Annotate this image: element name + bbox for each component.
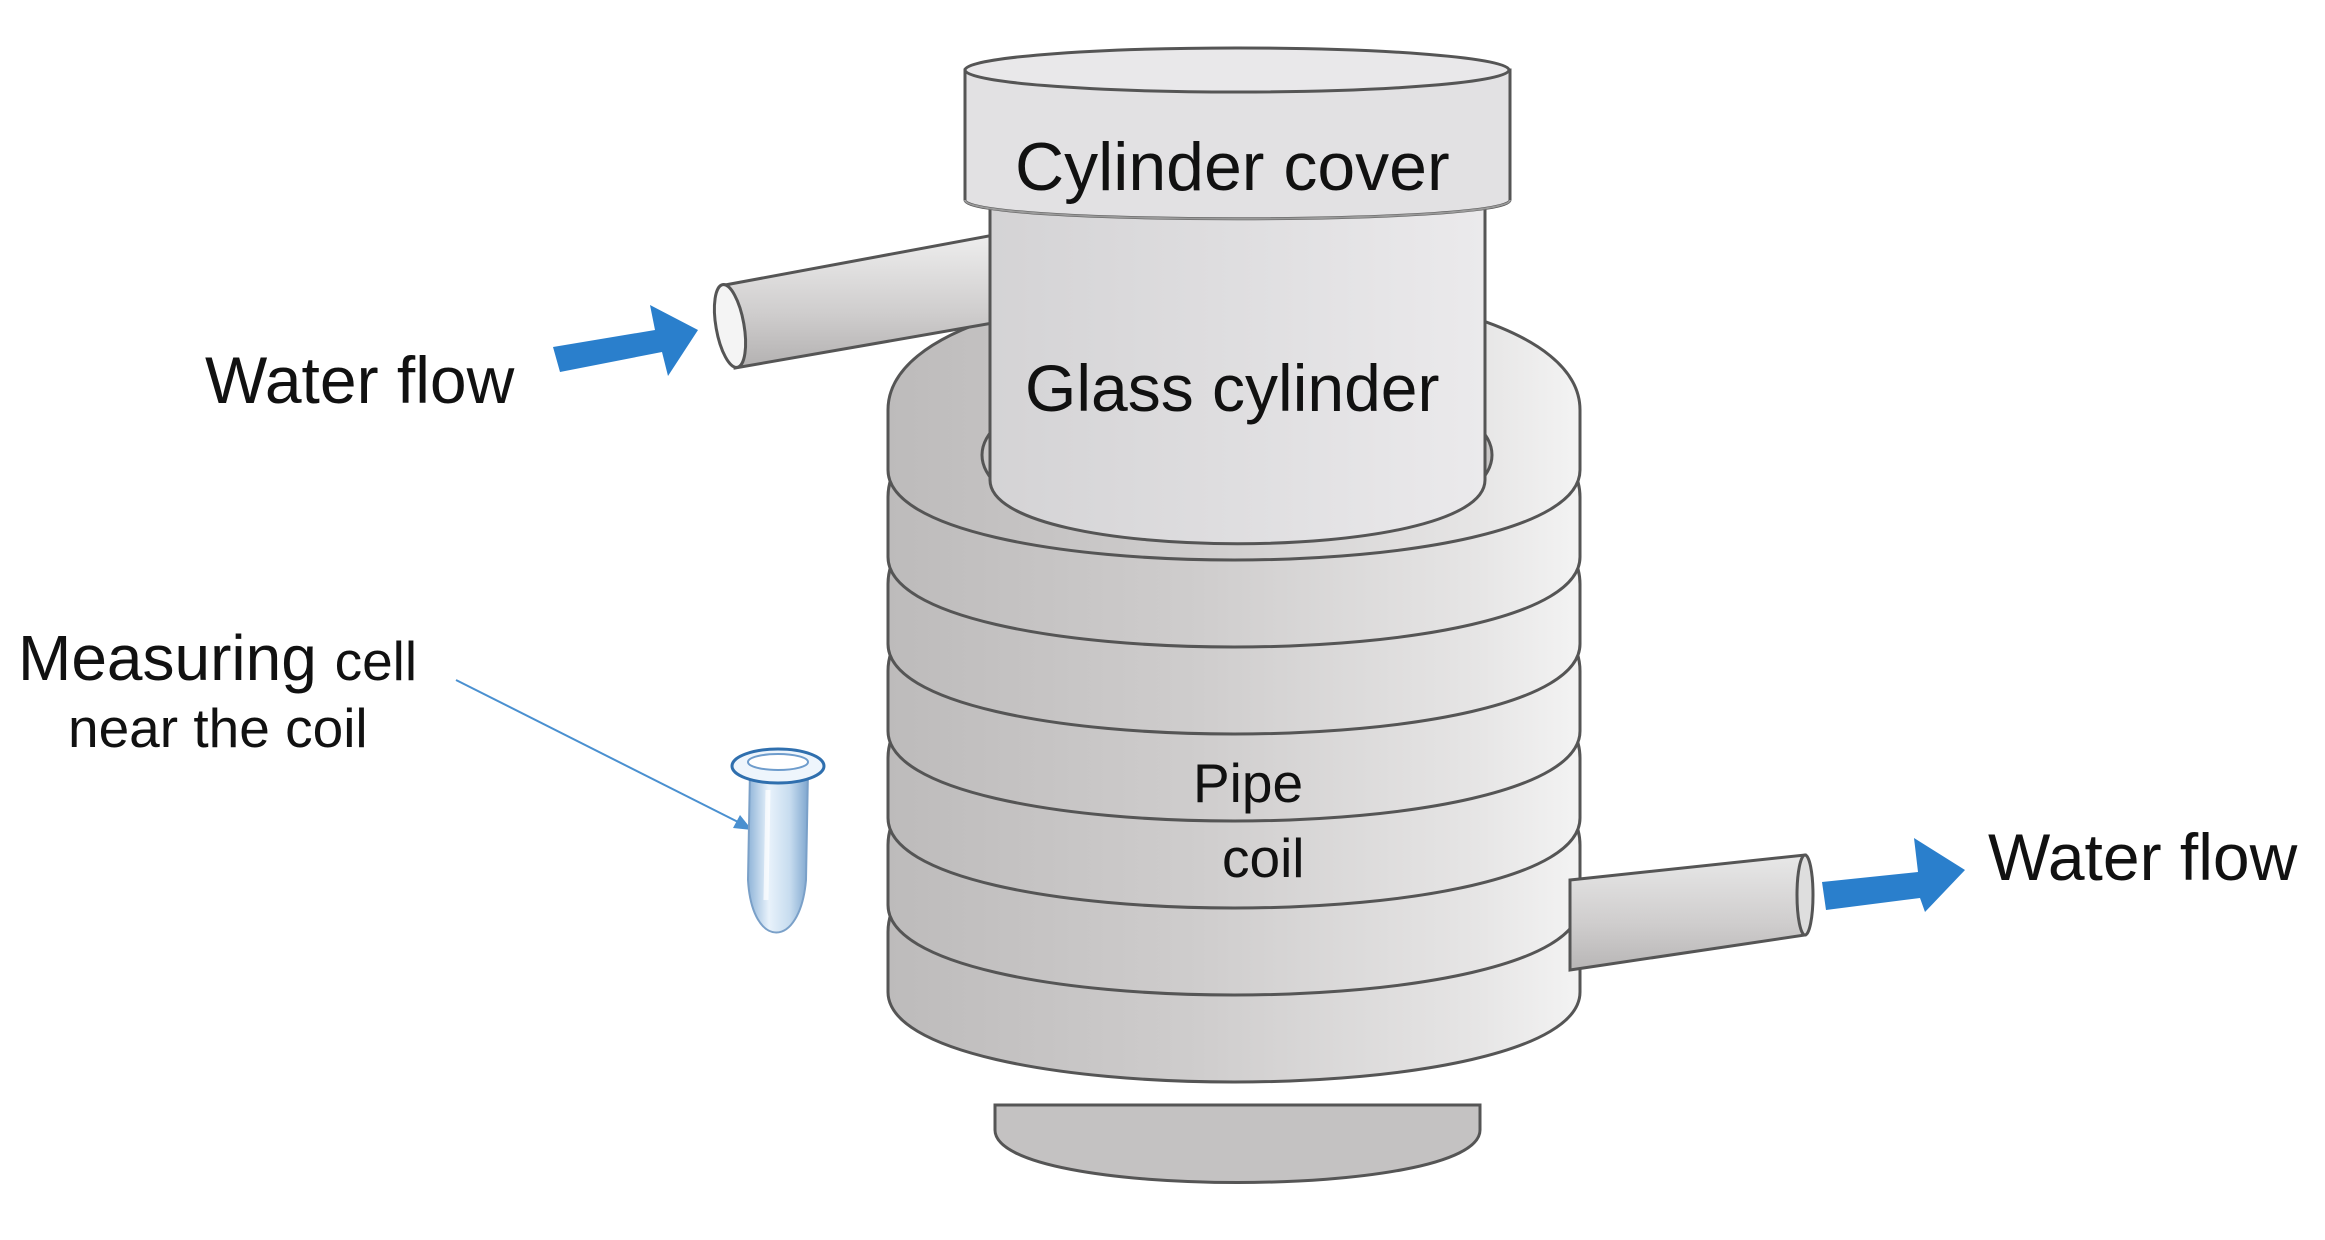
measuring-word: Measuring (18, 622, 317, 694)
water-flow-out-label: Water flow (1988, 820, 2298, 894)
outlet-pipe (1568, 853, 1815, 972)
glass-cylinder (988, 188, 1487, 546)
coil-base (993, 1103, 1482, 1184)
pipe-coil-label-line1: Pipe (1193, 752, 1304, 814)
water-flow-in-arrow (553, 305, 698, 376)
glass-cylinder-label: Glass cylinder (1025, 351, 1440, 425)
cell-word: cell (334, 630, 418, 692)
measuring-cell-label-line2: near the coil (68, 697, 368, 759)
water-flow-out-arrow (1822, 838, 1965, 912)
measuring-cell-leader-line (455, 679, 749, 828)
measuring-cell-leader-arrowhead (733, 815, 752, 830)
water-flow-in-label: Water flow (205, 343, 515, 417)
measuring-cell-label-line1: Measuring cell (18, 622, 418, 694)
inlet-pipe (712, 230, 1012, 370)
cylinder-cover-label: Cylinder cover (1015, 129, 1450, 205)
cylinder-cover (963, 46, 1512, 221)
measuring-cell-tube (730, 747, 826, 934)
pipe-coil-label-line2: coil (1222, 827, 1305, 889)
